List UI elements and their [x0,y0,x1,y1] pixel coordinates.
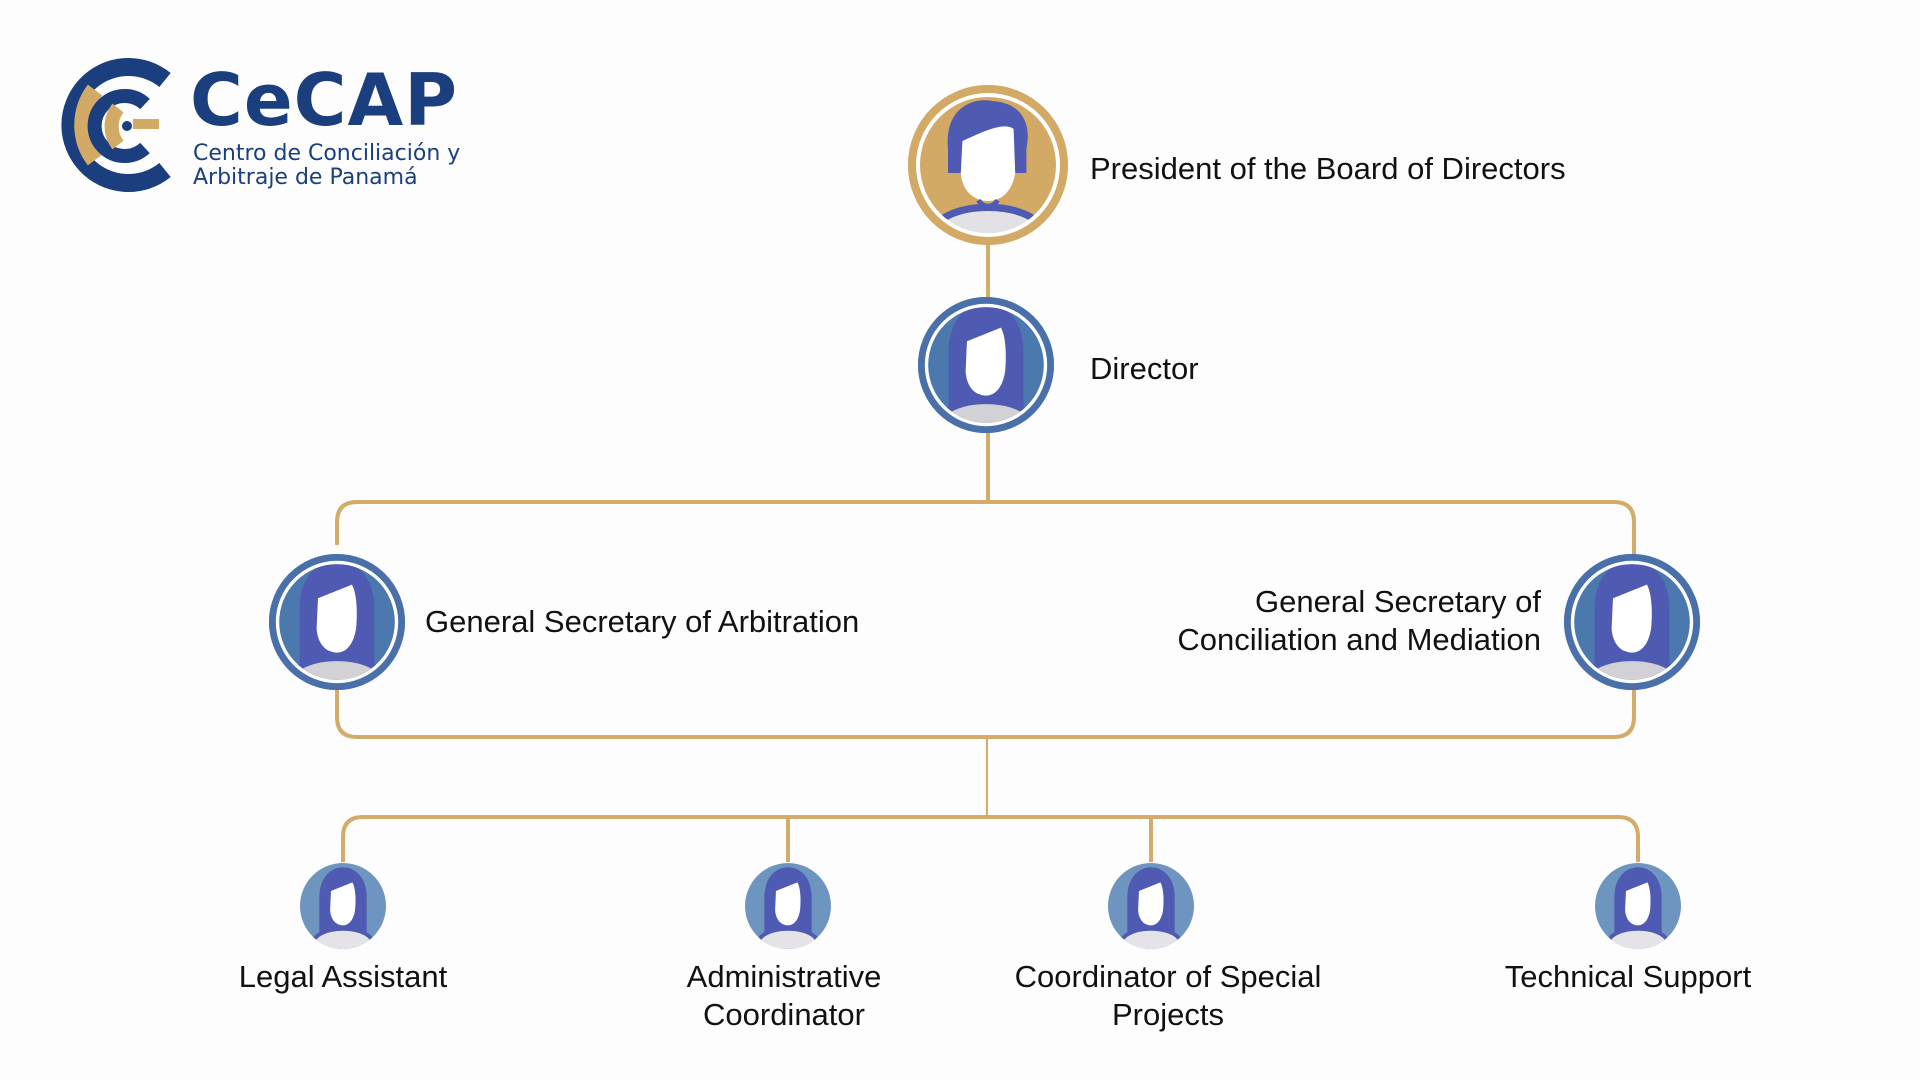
secretary-conciliation-line2: Conciliation and Mediation [1177,622,1541,657]
director-title: Director [1090,351,1199,386]
connector-secretaries-top [335,500,1636,555]
staff-title-line1: Administrative [686,959,882,994]
staff-title-line1: Legal Assistant [238,959,448,994]
director-avatar-female-icon [917,296,1055,434]
secretary-conciliation-avatar-icon [1563,553,1701,691]
connector-secretaries-bottom [335,690,1636,739]
staff-special-projects-avatar-icon [1108,863,1194,950]
staff-special-projects-title: Coordinator of Special Projects [1015,958,1322,1034]
staff-title-line1: Technical Support [1504,959,1752,994]
logo-subtitle-line2: Arbitraje de Panamá [193,165,418,190]
staff-title-line2: Projects [1112,997,1224,1032]
logo-subtitle-line1: Centro de Conciliación y [193,141,461,166]
secretary-arbitration-avatar-icon [268,553,406,691]
cecap-logo-icon [61,58,171,192]
staff-legal-assistant-avatar-icon [300,863,386,950]
secretary-arbitration-title: General Secretary of Arbitration [425,604,860,639]
connector-staff-bar [341,815,1640,862]
staff-technical-support-title: Technical Support [1505,958,1751,996]
staff-administrative-avatar-icon [745,863,831,950]
logo-wordmark: CeCAP [190,58,459,142]
staff-legal-assistant-title: Legal Assistant [239,958,448,996]
secretary-conciliation-line1: General Secretary of [1254,584,1541,619]
president-title: President of the Board of Directors [1090,151,1566,186]
staff-technical-support-avatar-icon [1595,863,1681,950]
connector-lines [335,245,1640,862]
staff-administrative-coordinator-title: Administrative Coordinator [687,958,882,1034]
president-avatar-male-icon [907,84,1069,246]
secretary-conciliation-title: General Secretary of Conciliation and Me… [1177,583,1541,659]
staff-title-line2: Coordinator [703,997,865,1032]
staff-title-line1: Coordinator of Special [1014,959,1322,994]
